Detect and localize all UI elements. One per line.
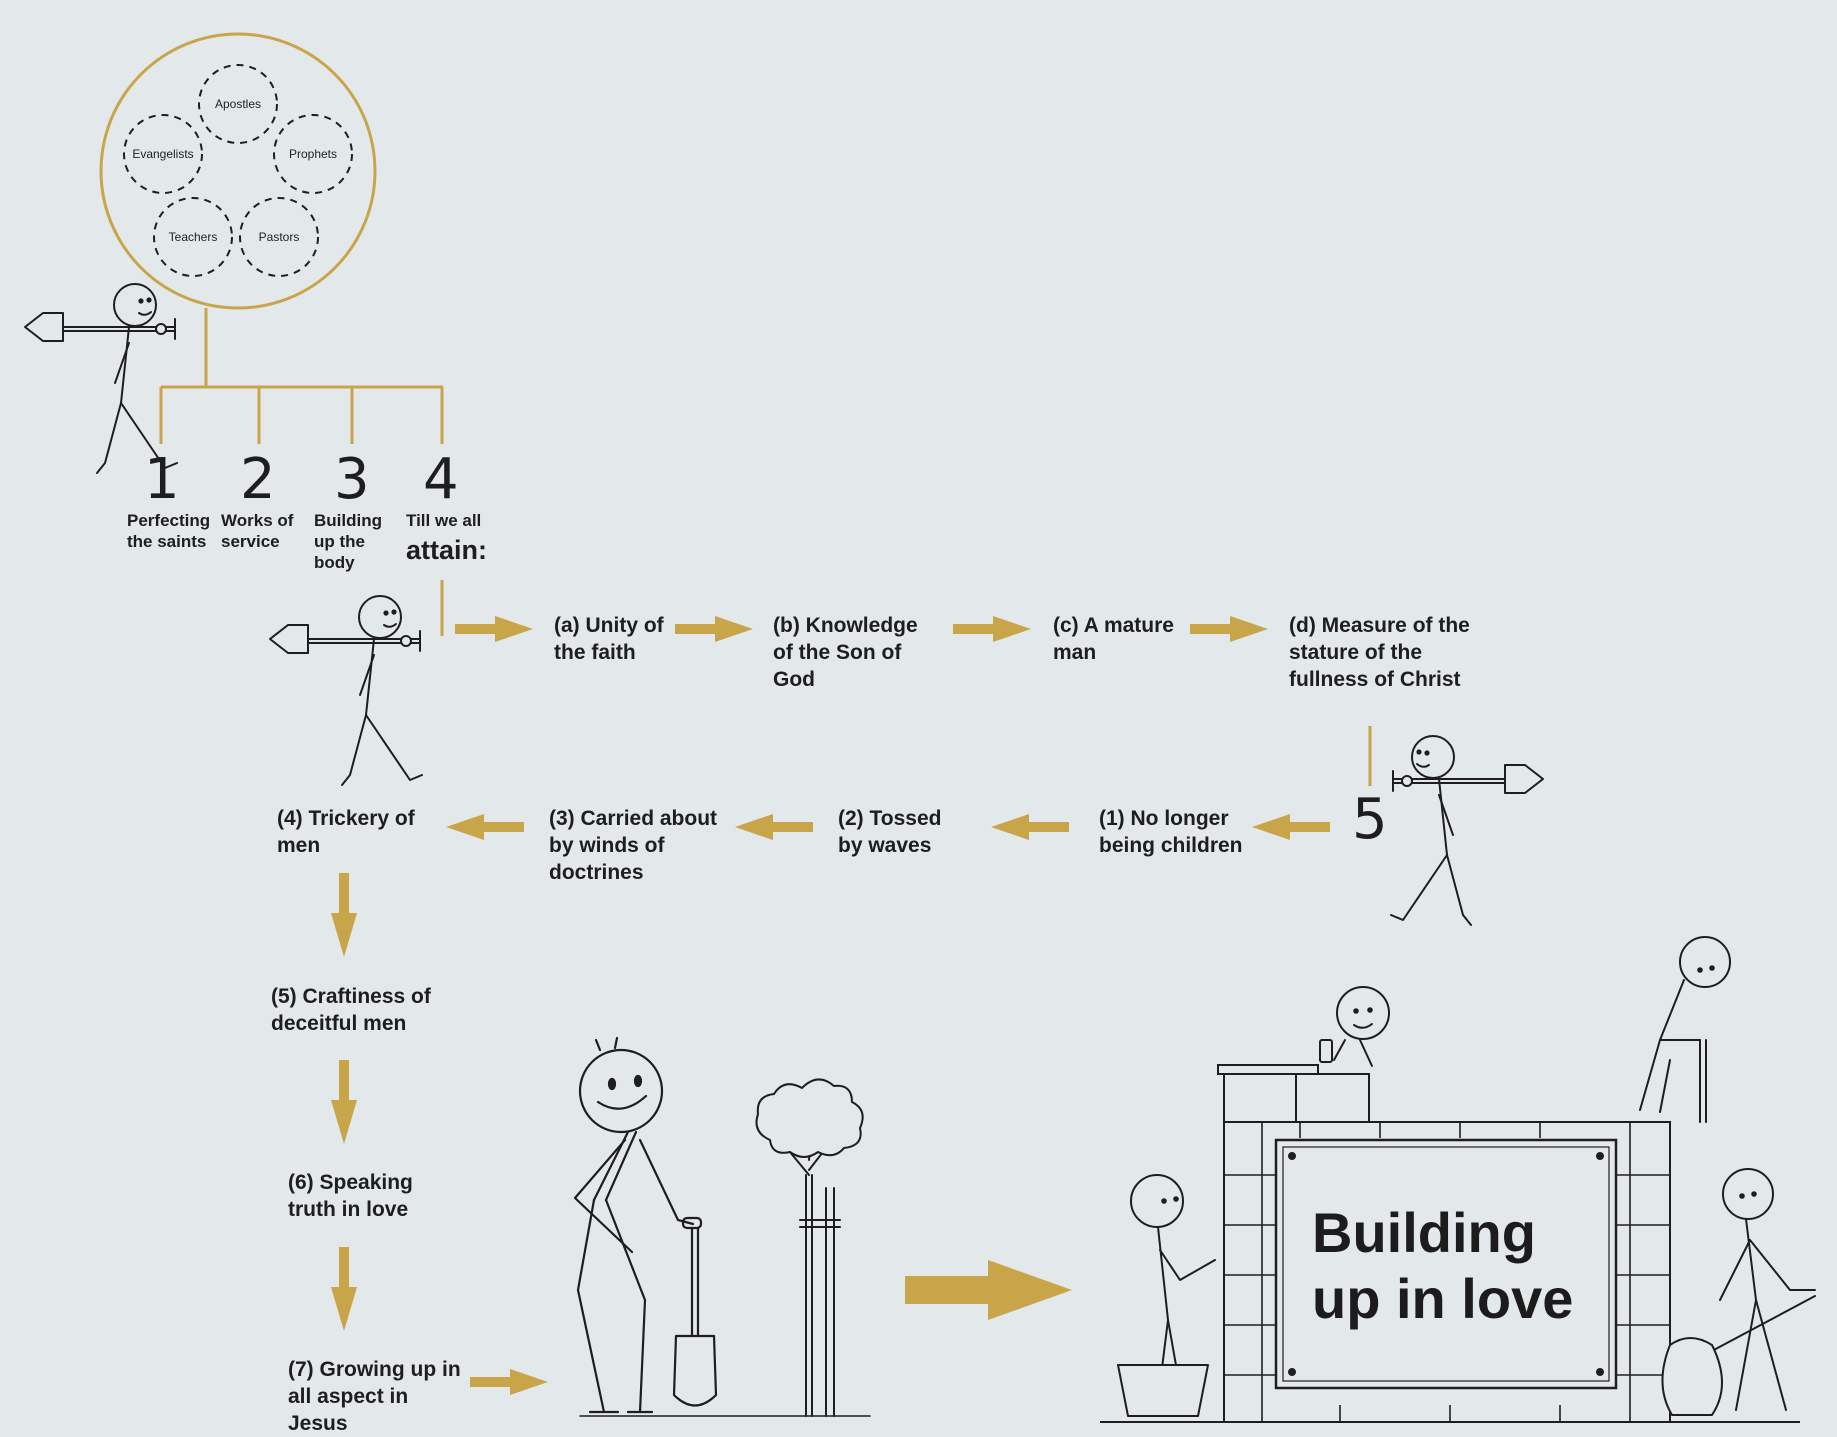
arrow-down-2 [331, 1060, 357, 1144]
step-number-1: 1 [144, 447, 180, 512]
arrow-left-4 [446, 814, 524, 840]
step-label-4: Till we all [406, 511, 482, 530]
arrow-left-2 [991, 814, 1069, 840]
speaking-truth: (6) Speaking truth in love [288, 1171, 413, 1221]
ministry-evangelists: Evangelists [132, 147, 193, 161]
walker-figure-3 [1390, 735, 1544, 926]
arrow-right-large [905, 1260, 1072, 1320]
gardener-figure [573, 1036, 871, 1417]
step-number-5: 5 [1352, 787, 1388, 852]
attain-item-unity: (a) Unity of the faith [554, 614, 664, 664]
arrow-right-4 [1190, 616, 1268, 642]
step-number-2: 2 [240, 447, 276, 512]
attain-item-mature-man: (c) A mature man [1053, 614, 1174, 664]
arrow-right-3 [953, 616, 1031, 642]
walker-figure-1 [24, 283, 178, 474]
ministry-pastors: Pastors [259, 230, 300, 244]
warning-trickery: (4) Trickery of men [277, 807, 415, 857]
attain-item-measure: (d) Measure of the stature of the fullne… [1289, 614, 1470, 691]
ministry-apostles: Apostles [215, 97, 261, 111]
step-number-4: 4 [423, 447, 459, 512]
branch-connector [159, 308, 1372, 786]
ministry-prophets: Prophets [289, 147, 337, 161]
arrow-right-1 [455, 616, 533, 642]
step-number-3: 3 [334, 447, 370, 512]
warning-tossed-by-waves: (2) Tossed by waves [838, 807, 942, 857]
arrow-right-2 [675, 616, 753, 642]
arrow-left-1 [1252, 814, 1330, 840]
step-label-1: Perfecting the saints [127, 511, 211, 551]
worker-figures [1117, 936, 1816, 1417]
ministry-teachers: Teachers [169, 230, 218, 244]
step-label-3: Building up the body [314, 511, 382, 572]
arrow-down-1 [331, 873, 357, 957]
arrow-right-small [470, 1369, 548, 1395]
arrow-down-3 [331, 1247, 357, 1331]
warning-no-longer-children: (1) No longer being children [1099, 807, 1243, 857]
sign-building-up-in-love: Building up in love [1312, 1201, 1574, 1330]
step-label-2: Works of service [221, 511, 294, 551]
growing-up: (7) Growing up in all aspect in Jesus [288, 1358, 461, 1435]
warning-carried-about: (3) Carried about by winds of doctrines [549, 807, 718, 884]
warning-craftiness: (5) Craftiness of deceitful men [271, 985, 431, 1035]
arrow-left-3 [735, 814, 813, 840]
attain-item-knowledge: (b) Knowledge of the Son of God [773, 614, 918, 691]
brick-wall [1100, 1064, 1800, 1423]
ministry-circle: Apostles Prophets Pastors Teachers Evang… [99, 32, 377, 310]
walker-figure-2 [269, 595, 423, 786]
tree-sapling [755, 1078, 864, 1417]
attain-label: attain: [406, 535, 487, 565]
